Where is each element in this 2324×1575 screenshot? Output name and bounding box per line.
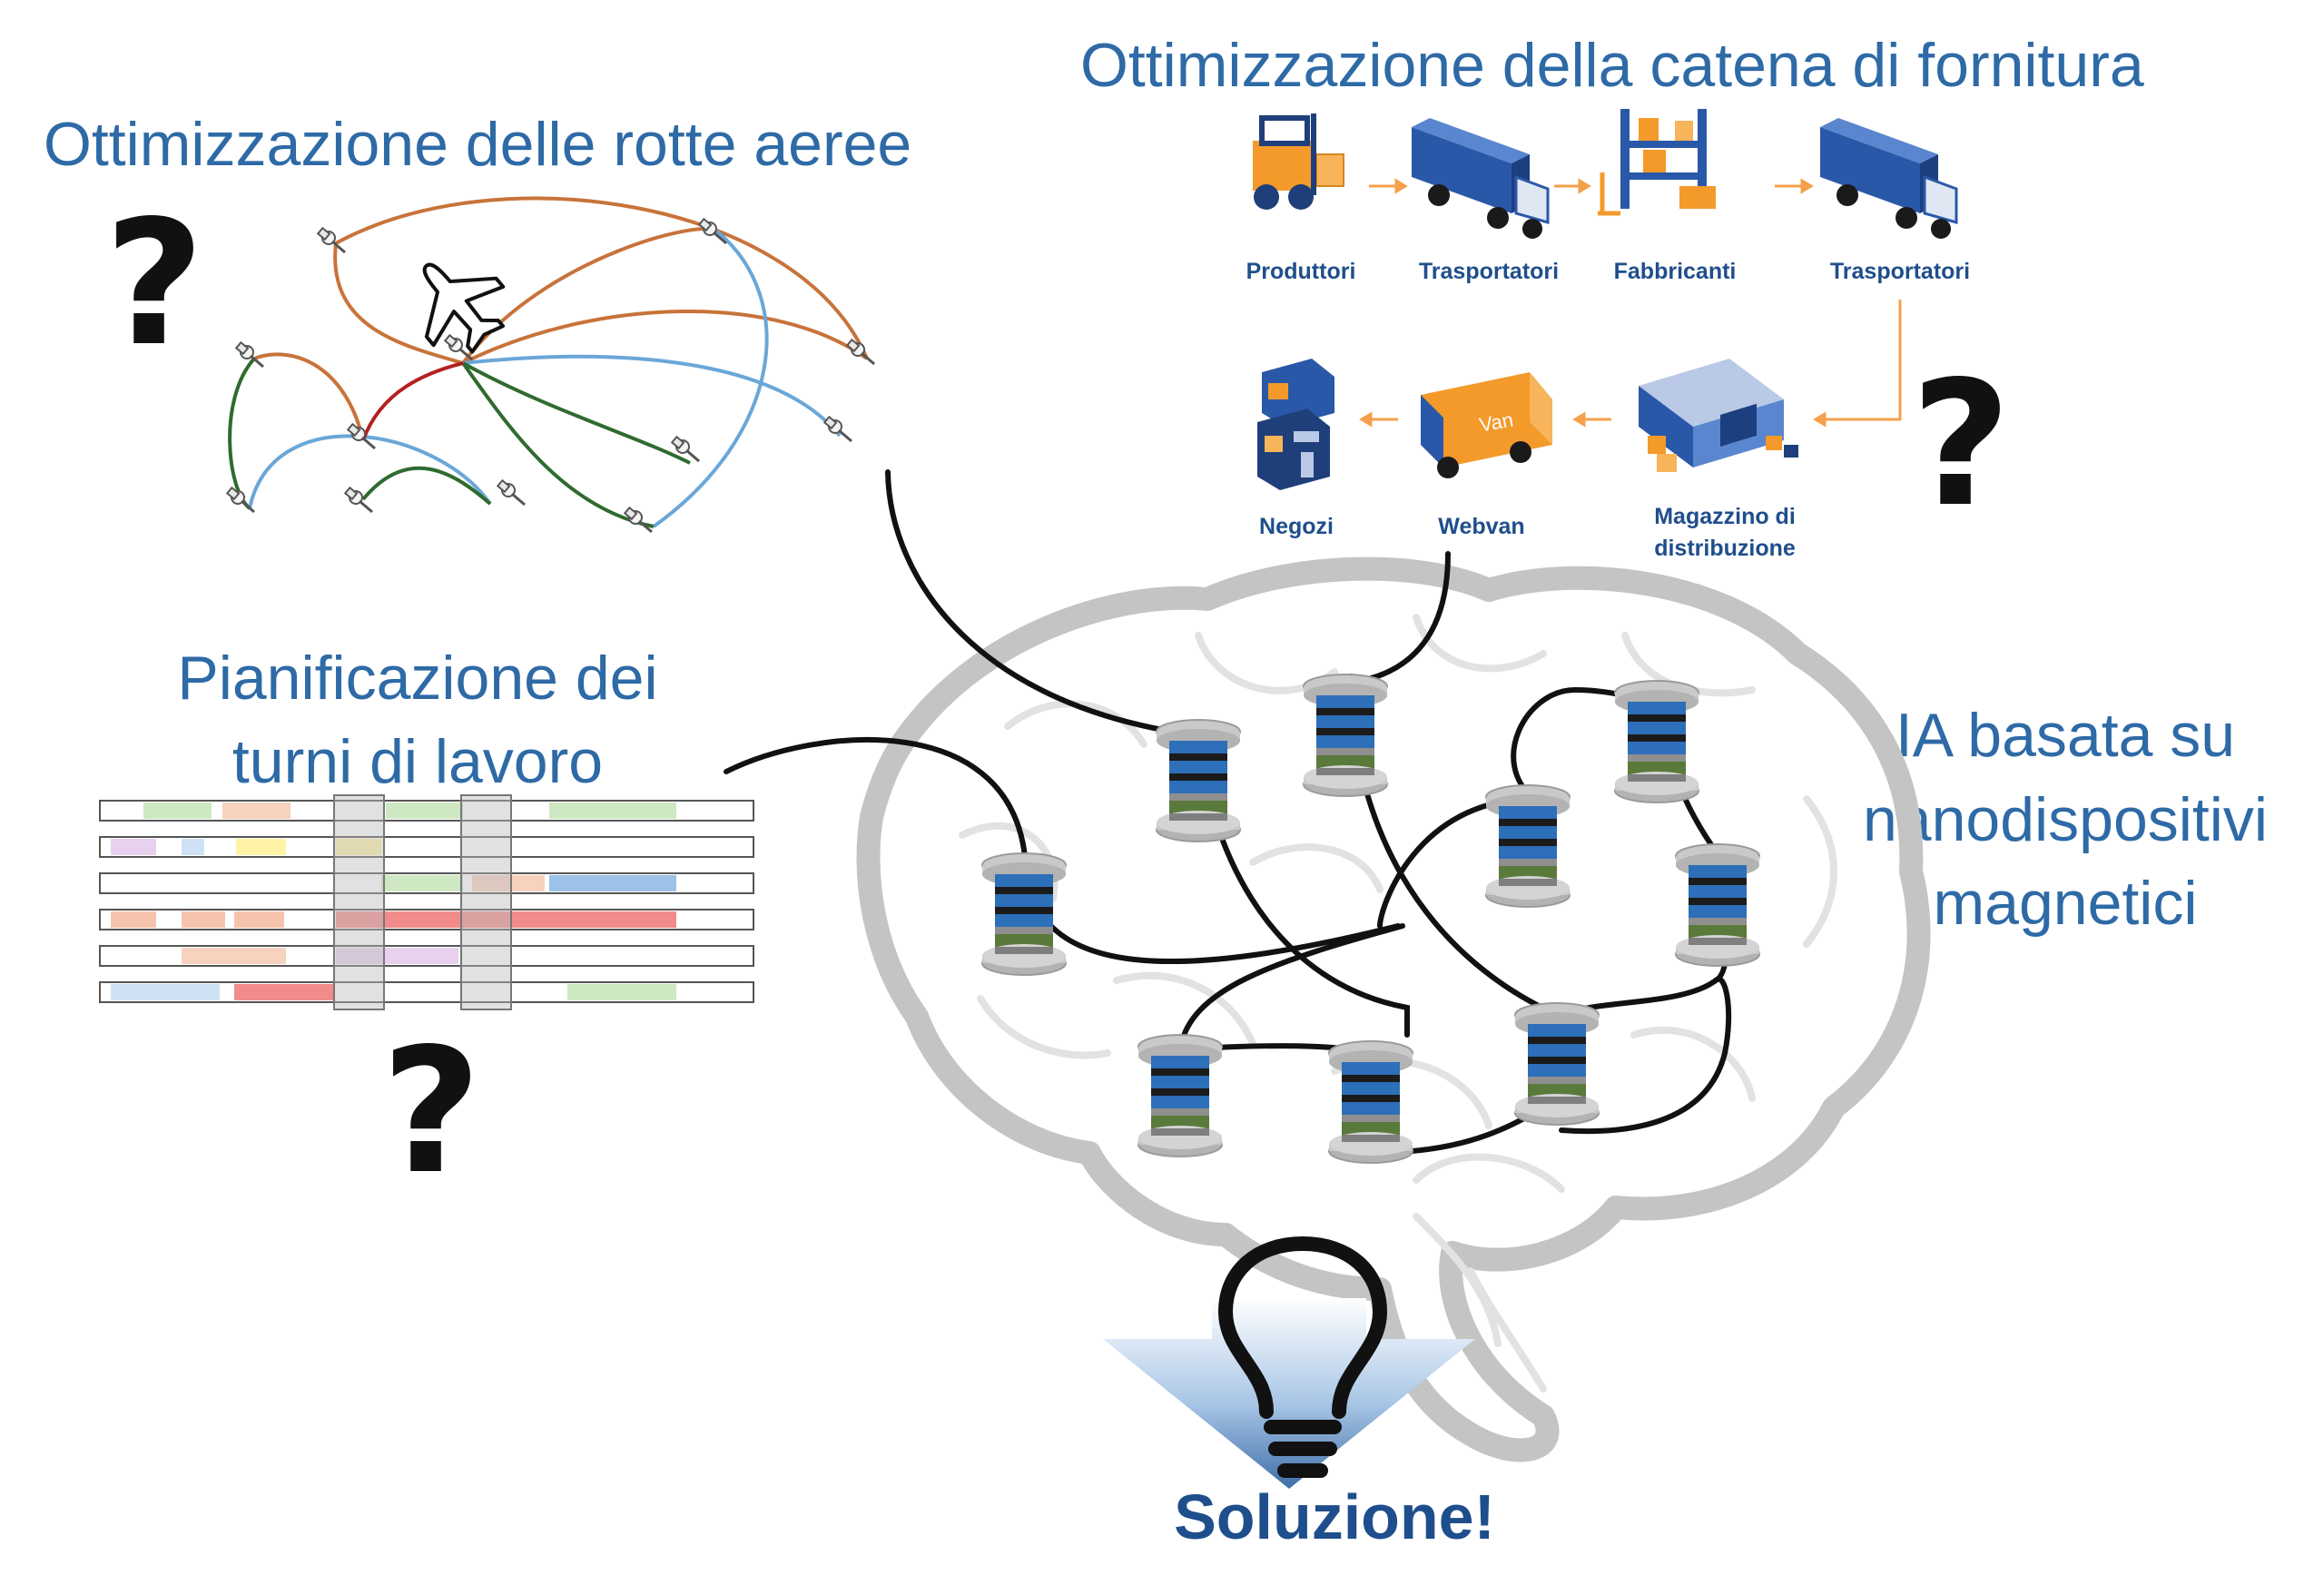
nanodevice-icon: [1303, 674, 1388, 797]
label-magazzino-line2: distribuzione: [1654, 536, 1796, 561]
brain-outline: [856, 556, 1931, 1462]
routes-title: Ottimizzazione delle rotte aeree: [44, 110, 911, 179]
label-magazzino-line1: Magazzino di: [1654, 504, 1796, 529]
shifts-title-line2: turni di lavoro: [232, 727, 603, 796]
air-routes-map: [225, 196, 876, 534]
supply-chain-title: Ottimizzazione della catena di fornitura: [1080, 31, 2144, 100]
label-produttori: Produttori: [1246, 259, 1356, 284]
ai-title-line2: nanodispositivi: [1863, 785, 2268, 854]
truck-icon: [1412, 118, 1550, 239]
nanodevice-icon: [1328, 1040, 1413, 1164]
label-fabbricanti: Fabbricanti: [1614, 259, 1737, 284]
nanodevice-icon: [1485, 784, 1571, 908]
supply-chain-diagram: Van Produttori Trasportatori Fabbricanti…: [1246, 109, 1970, 561]
van-icon: Van: [1421, 372, 1552, 478]
solution-label: Soluzione!: [1174, 1481, 1495, 1552]
supply-arrows: [1359, 178, 1902, 428]
solution-arrow: [1103, 1298, 1475, 1489]
ai-title-line3: magnetici: [1933, 869, 2197, 938]
nanodevice-icon: [1614, 680, 1699, 803]
label-webvan: Webvan: [1438, 514, 1524, 539]
shift-schedule: [99, 794, 754, 1010]
question-mark-supply: ?: [1911, 344, 2011, 545]
ai-title-line1: IA basata su: [1896, 701, 2235, 770]
question-mark-routes: ?: [104, 183, 204, 384]
airplane-icon: [422, 262, 506, 354]
factory-icon: [1598, 109, 1716, 216]
nanodevice-icon: [1514, 1002, 1600, 1126]
nanodevice-network: [981, 674, 1760, 1164]
label-trasportatori-1: Trasportatori: [1419, 259, 1559, 284]
forklift-icon: [1253, 113, 1344, 210]
truck-icon: [1820, 118, 1958, 239]
label-trasportatori-2: Trasportatori: [1830, 259, 1970, 284]
nanodevice-icon: [1156, 719, 1241, 842]
warehouse-icon: [1639, 359, 1798, 472]
shop-icon: [1257, 359, 1334, 490]
nanodevice-icon: [981, 852, 1067, 976]
shifts-title-line1: Pianificazione dei: [177, 644, 657, 713]
label-negozi: Negozi: [1259, 514, 1334, 539]
lightbulb-icon: [1218, 1236, 1387, 1478]
question-mark-shifts: ?: [381, 1011, 481, 1212]
nanodevice-icon: [1675, 843, 1760, 967]
nanodevice-icon: [1137, 1034, 1223, 1157]
